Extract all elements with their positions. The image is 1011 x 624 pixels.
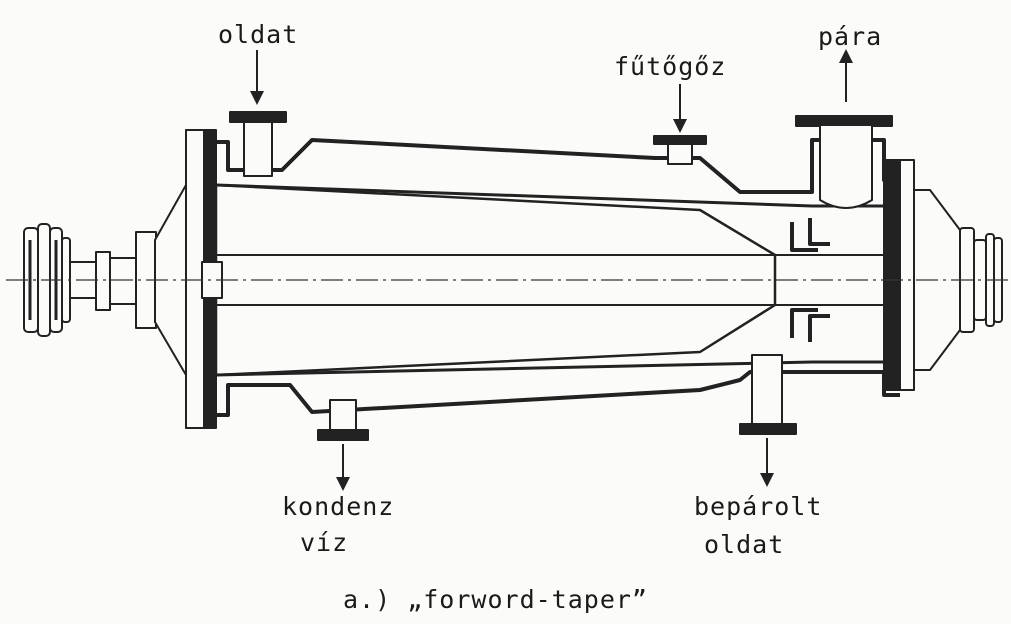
vapor-nozzle	[795, 115, 893, 209]
label-concentrate-1: bepárolt	[694, 492, 823, 521]
label-condensate-1: kondenz	[282, 492, 395, 521]
scraper-blades	[790, 218, 830, 342]
right-flange	[883, 159, 915, 391]
label-condensate-2: víz	[300, 528, 349, 557]
figure-caption: a.) „forword-taper”	[343, 585, 648, 614]
concentrate-nozzle	[739, 354, 797, 435]
condensate-nozzle	[317, 399, 369, 441]
label-solution-in: oldat	[218, 20, 299, 49]
steam-nozzle	[653, 135, 707, 165]
main-shaft	[201, 254, 900, 306]
label-vapor-out: pára	[818, 22, 883, 51]
label-concentrate-2: oldat	[704, 530, 785, 559]
label-heating-steam: fűtőgőz	[614, 52, 727, 81]
inlet-nozzle	[229, 111, 287, 177]
